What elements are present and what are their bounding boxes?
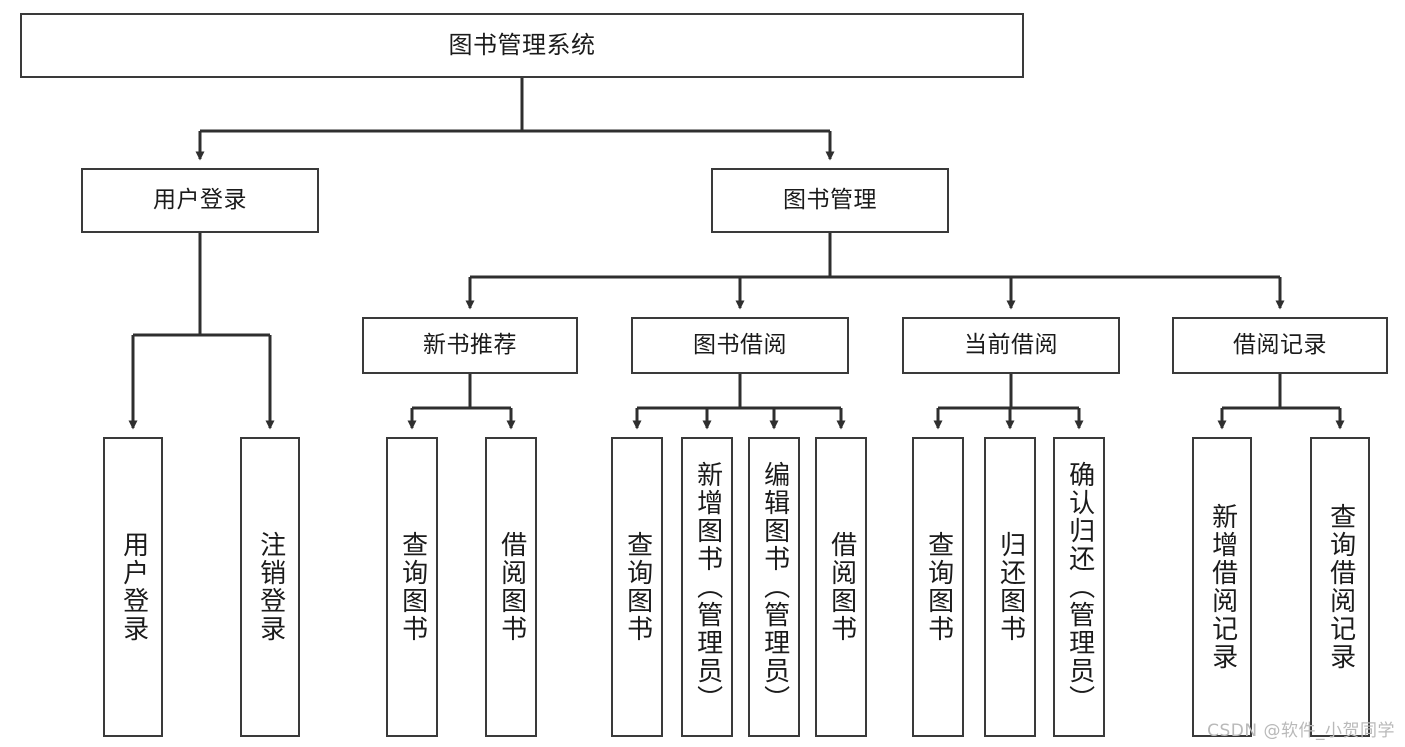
node-root[interactable]: 图书管理系统 [20,13,1024,78]
leaf-edit-book-admin[interactable]: 编辑图书（管理员） [748,437,800,737]
leaf-borrow-book-recommend[interactable]: 借阅图书 [485,437,537,737]
node-label: 借阅图书 [826,531,857,643]
node-label: 查询图书 [923,531,954,643]
node-label: 编辑图书（管理员） [759,461,790,713]
node-label: 归还图书 [995,531,1026,643]
node-label: 注销登录 [255,531,286,643]
leaf-query-book-borrow[interactable]: 查询图书 [611,437,663,737]
node-new-book-recommend[interactable]: 新书推荐 [362,317,578,374]
leaf-add-book-admin[interactable]: 新增图书（管理员） [681,437,733,737]
leaf-add-borrow-record[interactable]: 新增借阅记录 [1192,437,1252,737]
node-label: 查询图书 [397,531,428,643]
node-label: 借阅图书 [496,531,527,643]
node-label: 新增图书（管理员） [692,461,723,713]
node-current-borrow[interactable]: 当前借阅 [902,317,1120,374]
node-user-login[interactable]: 用户登录 [81,168,319,233]
node-book-borrow[interactable]: 图书借阅 [631,317,849,374]
leaf-query-book-recommend[interactable]: 查询图书 [386,437,438,737]
node-label: 借阅记录 [1233,331,1327,358]
node-label: 确认归还（管理员） [1064,461,1095,713]
node-label: 图书管理系统 [448,31,596,60]
node-label: 新增借阅记录 [1207,503,1238,671]
node-label: 用户登录 [153,186,247,213]
node-label: 当前借阅 [964,331,1058,358]
leaf-logout-login[interactable]: 注销登录 [240,437,300,737]
leaf-user-login[interactable]: 用户登录 [103,437,163,737]
node-label: 查询借阅记录 [1325,503,1356,671]
leaf-borrow-book[interactable]: 借阅图书 [815,437,867,737]
leaf-return-book[interactable]: 归还图书 [984,437,1036,737]
leaf-query-book-current[interactable]: 查询图书 [912,437,964,737]
node-label: 用户登录 [118,531,149,643]
watermark: CSDN @软件_小贺同学 [1207,721,1395,741]
node-label: 新书推荐 [423,331,517,358]
node-label: 图书管理 [783,186,877,213]
leaf-query-borrow-record[interactable]: 查询借阅记录 [1310,437,1370,737]
node-label: 图书借阅 [693,331,787,358]
node-borrow-record[interactable]: 借阅记录 [1172,317,1388,374]
leaf-confirm-return-admin[interactable]: 确认归还（管理员） [1053,437,1105,737]
node-label: 查询图书 [622,531,653,643]
node-book-management[interactable]: 图书管理 [711,168,949,233]
